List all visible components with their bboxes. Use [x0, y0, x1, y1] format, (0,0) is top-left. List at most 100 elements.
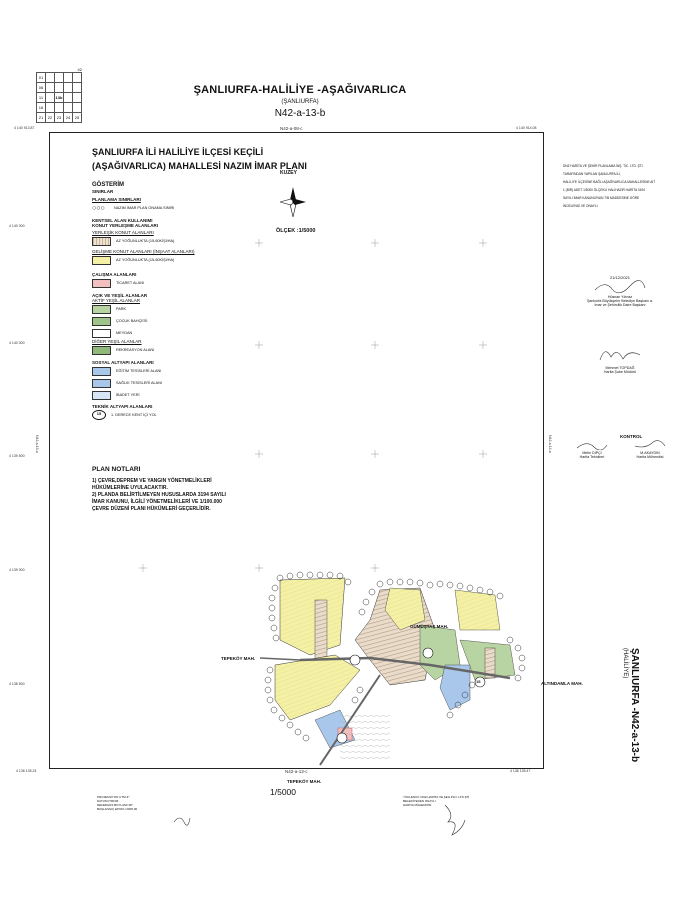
signer-name: Metin DİPÇİ [582, 451, 602, 455]
swatch-meydan [92, 328, 111, 338]
label-road-number: 15 [476, 679, 481, 684]
legend-text: REKREASYON ALANI [116, 348, 155, 352]
approval-date: 21/12/2021 [609, 275, 631, 280]
north-label: KUZEY [280, 170, 297, 176]
index-cell: 01 [36, 72, 46, 83]
contractor-line: HARİTA MÜHENDİSİ [403, 803, 432, 807]
label-tepekoy-west: TEPEKÖY MAH. [221, 656, 256, 661]
legend-text: AZ YOĞUNLUKTA (15-60KİŞİ/HA) [116, 258, 175, 262]
contractor-line: BELEDİYEDEN ONAYLI [403, 799, 436, 803]
legend-row: ÇOCUK BAHÇESİ [92, 315, 242, 327]
land-use-map [260, 571, 526, 766]
zone-yellow-east [454, 589, 501, 631]
contractor-info: YÜKLENİCİ: DNZ HARİTA VE ŞEH.PLN. LTD.ŞT… [403, 795, 469, 807]
plan-notes: PLAN NOTLARI 1) ÇEVRE,DEPREM VE YANGIN Y… [92, 466, 342, 513]
projection-line: BAŞLANGIÇ EPOKU 2005.00 [97, 807, 138, 811]
frame-right-sheet: N42-a-14-a [548, 435, 552, 453]
approval-line: SAYILI İMAR KANUNU'NUN 7/B MADDESİNE GÖR… [563, 196, 640, 200]
legend-row: REKREASYON ALANI [92, 344, 242, 356]
legend-heading: SINIRLAR [92, 189, 114, 194]
legend-text: SAĞLIK TESİSLERİ ALANI [116, 381, 162, 385]
scale-label: ÖLÇEK :1/5000 [276, 228, 316, 234]
legend-heading: PLANLAMA SINIRLARI [92, 197, 141, 202]
index-cell: 21 [36, 112, 46, 123]
signature-icon [173, 817, 191, 826]
projection-line: DATUM ITRF96 [97, 799, 119, 803]
legend-row: MEYDAN [92, 327, 242, 339]
zone-yellow-north [384, 587, 426, 631]
note-line: İMAR KANUNU, İLGİLİ YÖNETMELİKLERİ VE 1/… [92, 499, 222, 505]
swatch-gelisme [92, 255, 111, 265]
swatch-saglik [92, 378, 111, 388]
signature-icon [594, 280, 646, 294]
label-gumustas: GÜMÜŞTAŞ MAH. [410, 624, 449, 629]
legend-heading: AÇIK VE YEŞİL ALANLAR [92, 293, 148, 298]
index-top-label: 42 [77, 67, 82, 72]
coord-bottom-right: 4 136 135.47 [510, 769, 531, 773]
legend-heading: SOSYAL ALTYAPI ALANLARI [92, 360, 154, 365]
signer-name: M.AKAYDIN [640, 451, 660, 455]
legend-text: AZ YOĞUNLUKTA (15-60KİŞİ/HA) [116, 239, 175, 243]
swatch-rekreasyon [92, 345, 111, 355]
plan-boundary-circles [264, 571, 526, 742]
bottom-scale: 1/5000 [270, 787, 296, 797]
approval-panel: DNZ HARİTA VE ŞEHİR PLANLAMA İNŞ. TİC. L… [563, 162, 673, 210]
legend-text: İBADET YERİ [116, 393, 140, 397]
label-altindamla: ALTINDAMLA MAH. [541, 681, 583, 686]
map-title: ŞANLIURFA-HALİLİYE -AŞAĞIVARLICA [193, 84, 407, 96]
signature-block-1: 21/12/2021 Hüsnan Yılmaz Şanlıurfa Büyük… [565, 275, 675, 307]
approval-line: 1 (BİR) ADET 1/5000 ÖLÇEKLİ HALİHAZIR HA… [563, 188, 645, 192]
zone-hatch-east [484, 647, 496, 679]
swatch-ticaret [92, 278, 111, 288]
legend-text: EĞİTİM TESİSLERİ ALANI [116, 369, 162, 373]
signature-block-4: M.AKAYDIN Harita Mühendisi [625, 440, 675, 459]
y-tick: 4 138 500 [9, 682, 25, 686]
zone-yellow-west [279, 577, 346, 656]
road-marker-icon [422, 647, 434, 659]
coord-bottom-left: 4 136 135.24 [16, 769, 37, 773]
signature-block-2: Mehmet TOPDAĞ Harita Şube Müdürü [570, 345, 670, 374]
signature-icon [634, 440, 666, 448]
legend-heading: DİĞER YEŞİL ALANLAR [92, 339, 142, 344]
sheet-number: N42-a-13-b [274, 108, 326, 119]
plan-notes-title: PLAN NOTLARI [92, 466, 141, 473]
road-marker-icon [349, 654, 361, 666]
approval-line: İNCELENDİ VE ONAYLI. [563, 204, 599, 208]
map-frame [49, 132, 544, 769]
legend-row: İBADET YERİ [92, 389, 242, 401]
signer-name: Mehmet TOPDAĞ [605, 366, 635, 370]
legend-text: MEYDAN [116, 331, 133, 335]
legend-text: PARK [116, 307, 127, 311]
approval-line: HALİLİYE İLÇESİNE BAĞLI AŞAĞIVARLICA MAH… [563, 180, 656, 184]
signer-title: Şanlıurfa Büyükşehir Belediye Başkanı a. [587, 299, 653, 303]
note-line: HÜKÜMLERİNE UYULACAKTIR. [92, 485, 168, 491]
index-cell: 16 [36, 102, 46, 113]
signer-title: İmar ve Şehircilik Daire Başkanı [594, 303, 646, 307]
control-label: KONTROL [620, 434, 643, 439]
grid-crosses [139, 239, 487, 572]
swatch-cocuk [92, 316, 111, 326]
signature-block-3: Metin DİPÇİ Harita Teknikeri [567, 440, 617, 459]
side-sheet-sublabel: (HALİLİYE) [622, 648, 628, 679]
boundary-circles-icon: ○○○ [92, 204, 105, 212]
legend: GÖSTERİM SINIRLAR PLANLAMA SINIRLARI ○○○… [92, 182, 242, 421]
index-cell: 11 [36, 92, 46, 103]
note-line: 1) ÇEVRE,DEPREM VE YANGIN YÖNETMELİKLERİ [92, 478, 212, 484]
approval-line: TARAFINDAN YAPILAN ŞANLIURFA İLİ, [563, 172, 621, 176]
note-line: 2) PLANDA BELİRTİLMEYEN HUSUSLARDA 3194 … [92, 492, 226, 498]
plan-title-line2: (AŞAĞIVARLICA) MAHALLESİ NAZIM İMAR PLAN… [92, 161, 307, 171]
road-diagonal [319, 674, 381, 766]
legend-heading: ÇALIŞMA ALANLARI [92, 272, 137, 277]
index-cell: 22 [45, 112, 55, 123]
legend-heading: KONUT YERLEŞME ALANLARI [92, 223, 159, 228]
note-line: ÇEVRE DÜZENİ PLANI HÜKÜMLERİ GEÇERLİDİR. [92, 506, 211, 512]
index-cell: 23 [54, 112, 64, 123]
plan-title: ŞANLIURFA İLİ HALİLİYE İLÇESİ KEÇİLİ (AŞ… [92, 145, 372, 173]
projection-line: PROJEKSİYON UTM-3° [97, 795, 130, 799]
road-circle-icon: 15 [92, 410, 106, 420]
zone-yellow-south [274, 654, 361, 721]
legend-row: AZ YOĞUNLUKTA (15-60KİŞİ/HA) [92, 235, 242, 247]
coord-top-left: 4 140 913.87 [14, 126, 35, 130]
swatch-egitim [92, 366, 111, 376]
